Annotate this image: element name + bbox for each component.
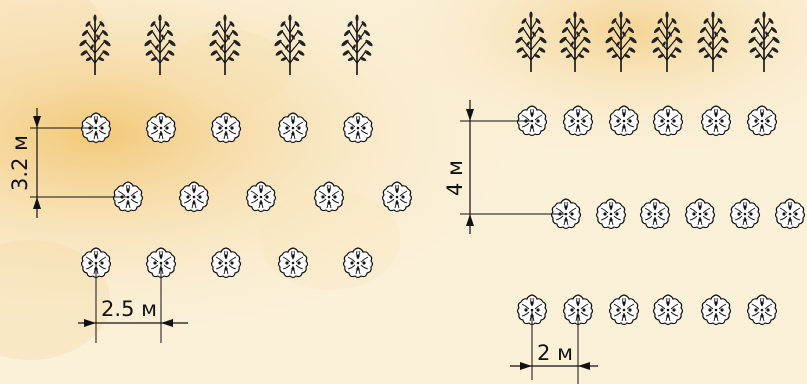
arrow-icon [578,362,590,370]
arrow-icon [84,319,96,327]
plant-top-view-icon [700,294,732,326]
left-tree-row [77,13,375,76]
arrow-icon [466,214,474,226]
plant-top-view-icon [277,112,309,144]
plant-top-view-icon [313,181,345,213]
plant-top-view-icon [595,198,627,230]
plant-top-view-icon [178,181,210,213]
plant-top-view-icon [652,294,684,326]
right-scheme: 4 м 2 м [443,10,806,384]
sapling-icon [557,10,593,73]
sapling-icon [649,10,685,73]
plant-top-view-icon [639,198,671,230]
right-plant-row-2 [550,198,806,230]
row-spacing-label: 4 м [443,160,467,196]
plant-top-view-icon [562,105,594,137]
sapling-icon [746,10,782,73]
plant-top-view-icon [145,112,177,144]
left-plant-row-1 [80,112,374,144]
right-plant-spacing-dimension: 2 м [510,310,598,384]
left-plant-spacing-dimension: 2.5 м [78,263,188,343]
sapling-icon [77,13,113,76]
left-scheme: 3.2 м 2.5 м [8,13,413,343]
right-plant-row-3 [516,294,778,326]
left-row-spacing-dimension: 3.2 м [8,108,128,218]
sapling-icon [272,13,308,76]
arrow-icon [33,197,41,209]
plant-top-view-icon [608,105,640,137]
plant-top-view-icon [210,247,242,279]
sapling-icon [513,10,549,73]
arrow-icon [33,116,41,128]
plant-top-view-icon [277,247,309,279]
plant-top-view-icon [608,294,640,326]
plant-spacing-label: 2.5 м [101,297,157,321]
plant-top-view-icon [210,112,242,144]
plant-top-view-icon [245,181,277,213]
row-spacing-label: 3.2 м [8,135,32,191]
left-plant-row-3 [80,247,374,279]
plant-top-view-icon [381,181,413,213]
right-plant-row-1 [516,105,778,137]
plant-top-view-icon [652,105,684,137]
arrow-icon [161,319,173,327]
plant-top-view-icon [342,247,374,279]
sapling-icon [339,13,375,76]
sapling-icon [207,13,243,76]
sapling-icon [603,10,639,73]
arrow-icon [466,109,474,121]
plant-top-view-icon [684,198,716,230]
plant-spacing-label: 2 м [537,341,573,365]
right-row-spacing-dimension: 4 м [443,100,566,234]
plant-top-view-icon [774,198,806,230]
sapling-icon [695,10,731,73]
arrow-icon [520,362,532,370]
plant-top-view-icon [746,105,778,137]
right-tree-row [513,10,782,73]
plant-top-view-icon [700,105,732,137]
left-plant-row-2 [112,181,413,213]
plant-top-view-icon [746,294,778,326]
sapling-icon [142,13,178,76]
plant-top-view-icon [342,112,374,144]
plant-top-view-icon [729,198,761,230]
